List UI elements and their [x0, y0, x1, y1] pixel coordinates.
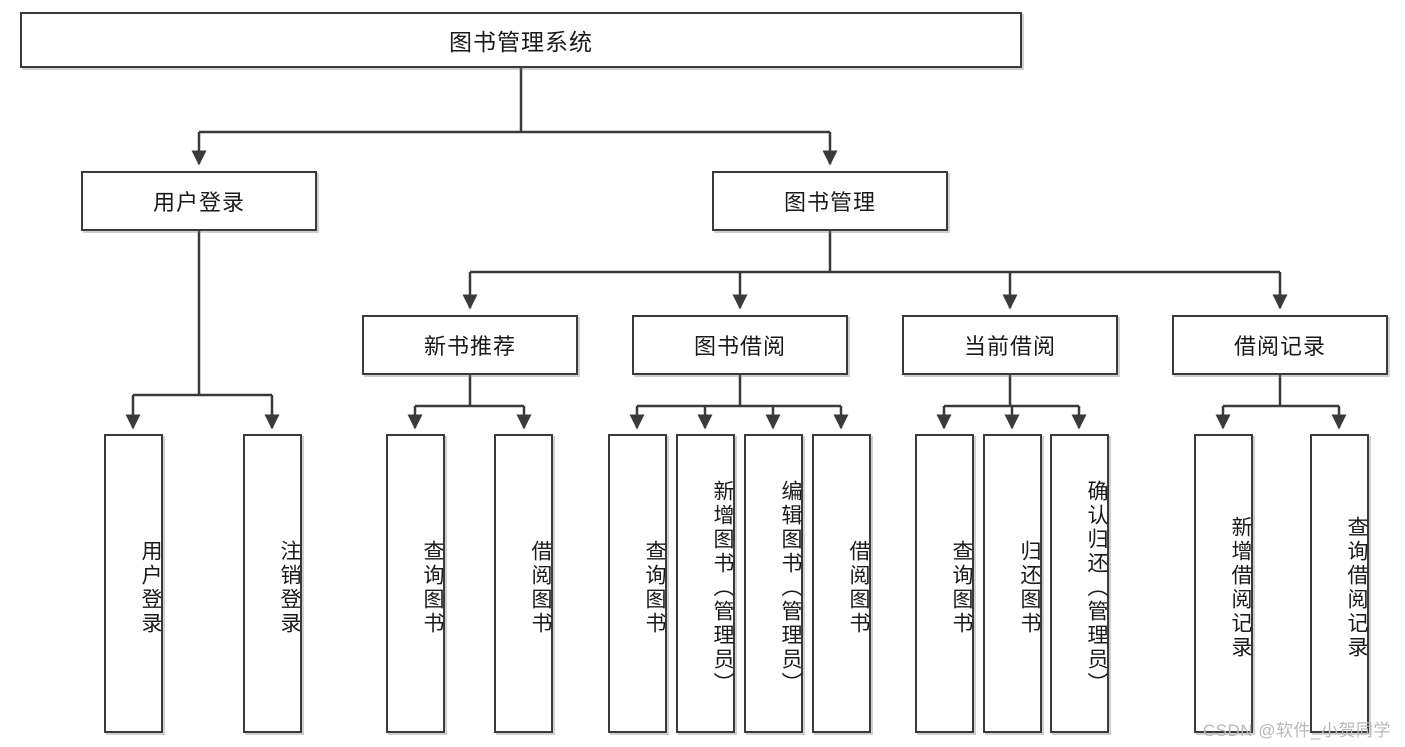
leaf-edit-book-admin[interactable]: 编辑图书（管理员） — [744, 434, 803, 733]
leaf-user-login[interactable]: 用户登录 — [104, 434, 163, 733]
node-label: 图书管理系统 — [449, 29, 593, 55]
node-label: 归还图书 — [1018, 539, 1041, 636]
leaf-confirm-return-admin[interactable]: 确认归还（管理员） — [1050, 434, 1109, 733]
node-label: 查询图书 — [950, 539, 973, 636]
node-label: 用户登录 — [152, 190, 245, 215]
node-label: 借阅图书 — [529, 539, 552, 636]
leaf-return-book[interactable]: 归还图书 — [983, 434, 1042, 733]
node-book-management[interactable]: 图书管理 — [712, 171, 948, 231]
node-current-borrow[interactable]: 当前借阅 — [902, 315, 1118, 375]
node-label: 查询图书 — [421, 539, 444, 636]
leaf-add-borrow-record[interactable]: 新增借阅记录 — [1194, 434, 1253, 733]
node-label: 新书推荐 — [423, 334, 516, 359]
node-label: 注销登录 — [278, 539, 301, 636]
node-user-login[interactable]: 用户登录 — [81, 171, 317, 231]
node-label: 图书借阅 — [693, 334, 786, 359]
leaf-query-book-current[interactable]: 查询图书 — [915, 434, 974, 733]
node-label: 图书管理 — [783, 190, 876, 215]
leaf-add-book-admin[interactable]: 新增图书（管理员） — [676, 434, 735, 733]
node-borrow-record[interactable]: 借阅记录 — [1172, 315, 1388, 375]
leaf-query-borrow-record[interactable]: 查询借阅记录 — [1310, 434, 1369, 733]
node-new-book-recommendation[interactable]: 新书推荐 — [362, 315, 578, 375]
node-label: 新增借阅记录 — [1229, 515, 1252, 660]
node-book-borrow[interactable]: 图书借阅 — [632, 315, 848, 375]
leaf-query-book-borrow[interactable]: 查询图书 — [608, 434, 667, 733]
leaf-user-logout[interactable]: 注销登录 — [243, 434, 302, 733]
leaf-borrow-book-new-rec[interactable]: 借阅图书 — [494, 434, 553, 733]
node-label: 确认归还（管理员） — [1085, 479, 1108, 696]
watermark-text: CSDN @软件_小贺同学 — [1202, 721, 1391, 740]
node-label: 借阅图书 — [847, 539, 870, 636]
leaf-query-book-new-rec[interactable]: 查询图书 — [386, 434, 445, 733]
node-label: 编辑图书（管理员） — [779, 479, 802, 696]
node-label: 用户登录 — [139, 539, 162, 636]
node-label: 新增图书（管理员） — [711, 479, 734, 696]
node-label: 借阅记录 — [1233, 334, 1326, 359]
node-root-book-management-system[interactable]: 图书管理系统 — [20, 12, 1022, 68]
node-label: 查询图书 — [643, 539, 666, 636]
node-label: 当前借阅 — [963, 334, 1056, 359]
leaf-borrow-book[interactable]: 借阅图书 — [812, 434, 871, 733]
node-label: 查询借阅记录 — [1345, 515, 1368, 660]
